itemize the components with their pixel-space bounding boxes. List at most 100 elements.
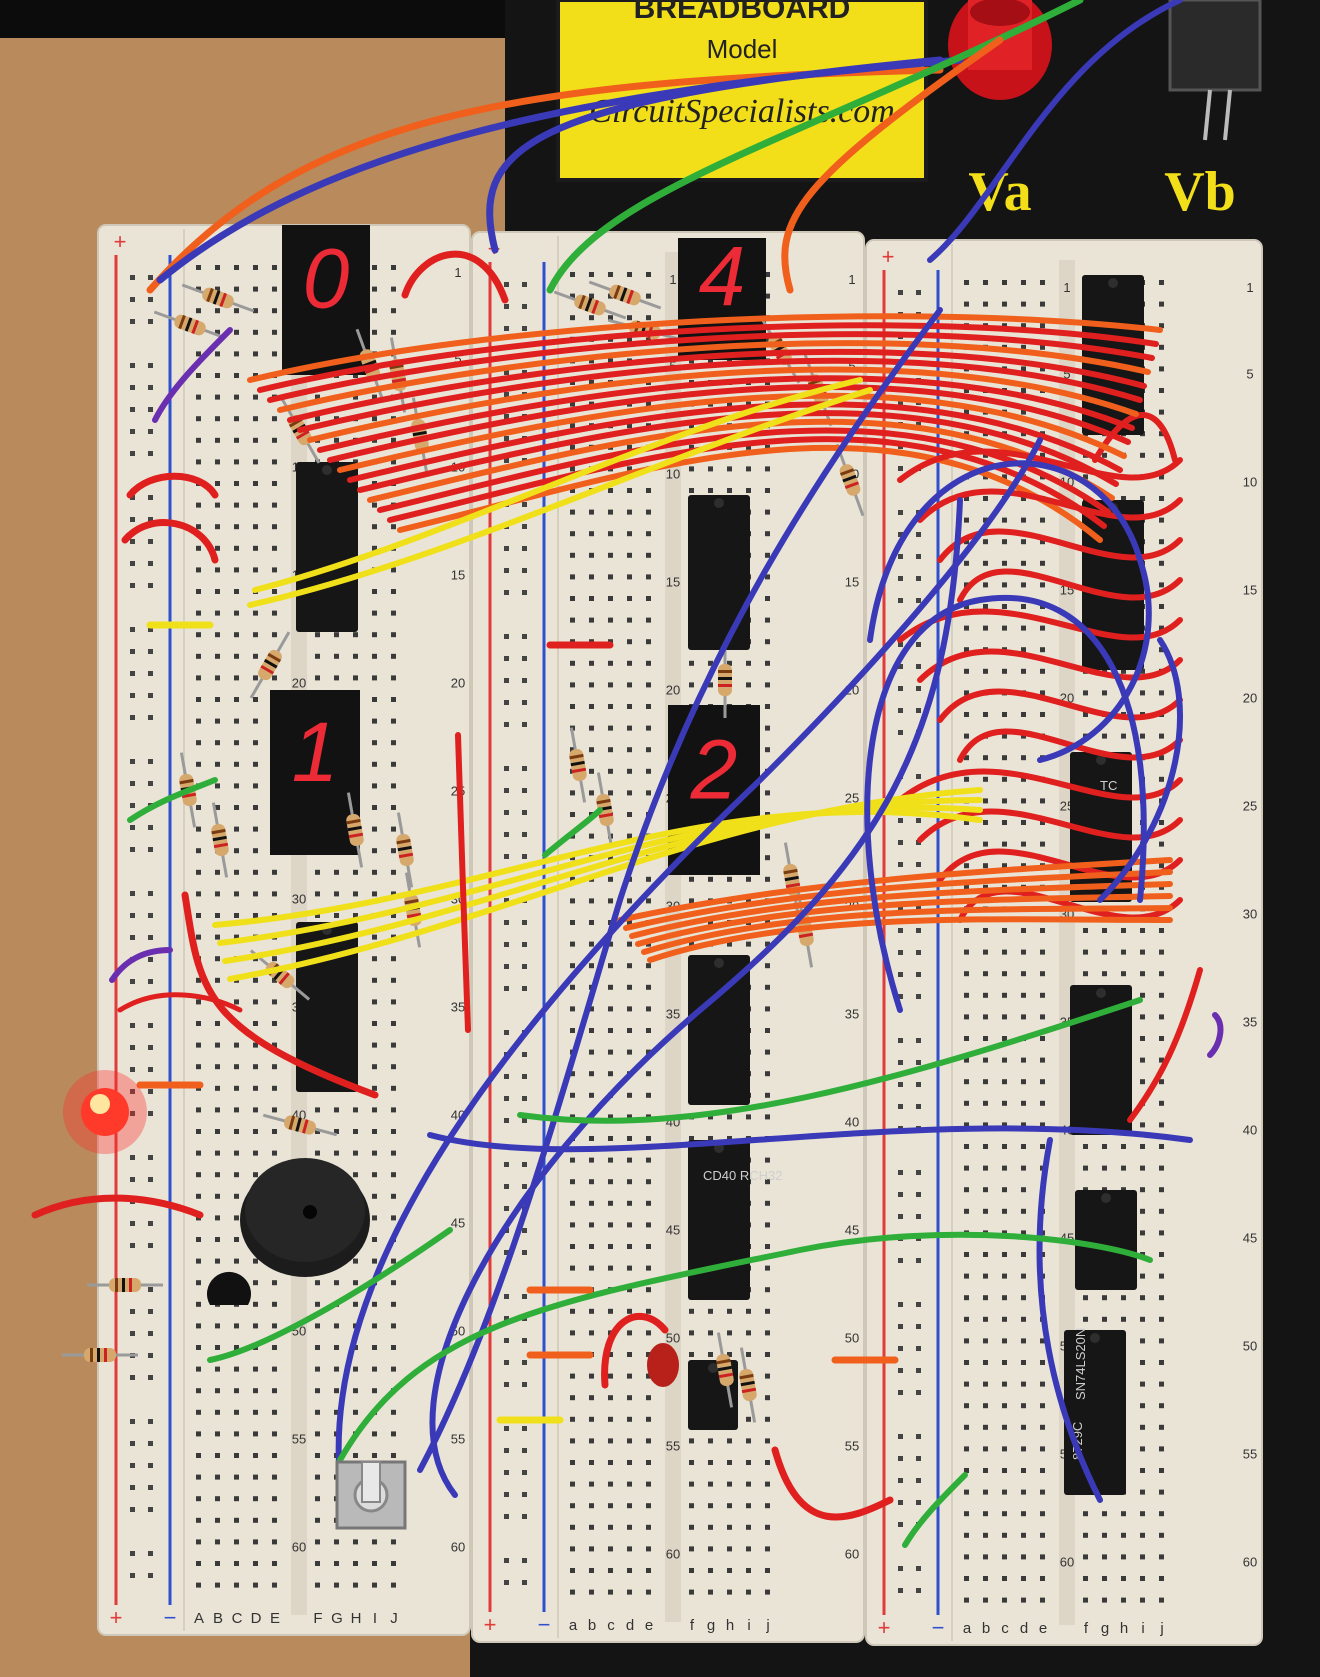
hole xyxy=(765,1568,770,1573)
hole xyxy=(215,481,220,486)
hole xyxy=(372,632,377,638)
rail-hole xyxy=(148,957,153,962)
toggle-switch[interactable] xyxy=(335,1460,407,1530)
hole xyxy=(1040,539,1045,545)
hole xyxy=(196,394,201,400)
hole xyxy=(570,617,575,623)
hole xyxy=(1159,366,1164,372)
hole xyxy=(646,574,651,580)
terminal-post-b[interactable] xyxy=(1168,0,1262,141)
hole xyxy=(272,1301,277,1307)
rail-hole xyxy=(148,1573,153,1578)
hole xyxy=(1159,733,1164,739)
column-label-F: F xyxy=(313,1610,322,1627)
resistor xyxy=(262,1113,338,1137)
rail-hole xyxy=(522,1184,527,1189)
hole xyxy=(215,805,220,810)
hole xyxy=(570,1179,575,1185)
rail-hole xyxy=(522,1294,527,1299)
rail-hole xyxy=(148,693,153,698)
hole xyxy=(964,1511,969,1517)
hole xyxy=(372,740,377,746)
hole xyxy=(983,1252,988,1257)
rail-hole xyxy=(522,1470,527,1475)
hole xyxy=(1002,712,1007,717)
hole xyxy=(234,1517,239,1523)
hole xyxy=(689,1460,694,1465)
row-number-edge: 45 xyxy=(845,1222,859,1237)
hole xyxy=(1140,1316,1145,1322)
hole xyxy=(589,380,594,385)
hole xyxy=(372,1539,377,1545)
hole xyxy=(372,805,377,810)
hole xyxy=(964,712,969,717)
rail-hole xyxy=(504,986,509,991)
hole xyxy=(353,869,358,875)
hole xyxy=(372,1172,377,1178)
hole xyxy=(570,876,575,882)
hole xyxy=(646,1049,651,1055)
hole xyxy=(646,876,651,882)
hole xyxy=(1040,1511,1045,1517)
hole xyxy=(1021,928,1026,933)
hole xyxy=(315,1388,320,1394)
hole xyxy=(570,1006,575,1012)
hole xyxy=(372,394,377,400)
hole xyxy=(196,1258,201,1264)
hole xyxy=(1121,1511,1126,1517)
jumper-wire xyxy=(307,366,1139,443)
column-label-j: j xyxy=(1159,1620,1163,1637)
hole xyxy=(1040,690,1045,696)
hole xyxy=(983,755,988,761)
hole xyxy=(215,869,220,875)
hole xyxy=(334,459,339,465)
rail-hole xyxy=(916,1258,921,1263)
hole xyxy=(196,308,201,314)
row-number: 15 xyxy=(666,574,680,589)
hole xyxy=(589,1071,594,1077)
ic-chip xyxy=(1075,1190,1137,1290)
rail-plus-label-bottom: + xyxy=(110,1605,123,1630)
rail-hole xyxy=(898,1566,903,1571)
rail-hole xyxy=(916,1060,921,1065)
hole xyxy=(727,1546,732,1552)
hole xyxy=(964,884,969,890)
resistor-band xyxy=(97,1348,100,1362)
hole xyxy=(1021,971,1026,977)
hole xyxy=(215,502,220,508)
hole xyxy=(272,1021,277,1026)
hole xyxy=(646,509,651,515)
hole xyxy=(272,632,277,638)
hole xyxy=(627,509,632,515)
resistor-band xyxy=(260,664,275,675)
hole xyxy=(765,1092,770,1098)
jumper-wire xyxy=(387,436,1107,529)
hole xyxy=(1040,560,1045,566)
row-number-edge: 5 xyxy=(848,358,855,373)
hole xyxy=(589,1589,594,1595)
hole xyxy=(1021,1208,1026,1214)
hole xyxy=(253,567,258,573)
hole xyxy=(765,531,770,537)
hole xyxy=(608,660,613,666)
hole xyxy=(391,1280,396,1286)
hole xyxy=(215,416,220,422)
hole xyxy=(272,459,277,465)
rail-hole xyxy=(130,363,135,368)
rail-hole xyxy=(148,1419,153,1424)
hole xyxy=(234,524,239,530)
hole xyxy=(765,1157,770,1163)
rail-hole xyxy=(522,766,527,771)
hole xyxy=(372,1453,377,1458)
hole xyxy=(1121,1576,1126,1581)
rail-hole xyxy=(130,1573,135,1578)
hole xyxy=(1102,1165,1107,1171)
rail-hole xyxy=(130,429,135,434)
hole xyxy=(234,1431,239,1437)
row-number-edge: 5 xyxy=(1246,366,1253,381)
hole xyxy=(391,1042,396,1048)
hole xyxy=(334,632,339,638)
hole xyxy=(234,826,239,832)
hole xyxy=(570,704,575,709)
hole xyxy=(689,941,694,947)
